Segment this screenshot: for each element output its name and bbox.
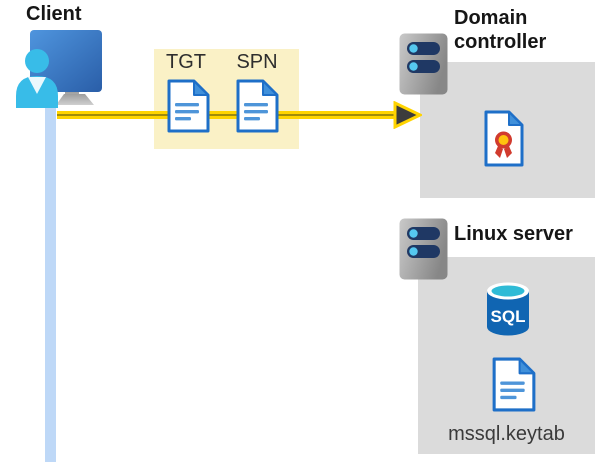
spn-document-icon bbox=[235, 79, 280, 133]
sql-database-icon: SQL bbox=[487, 282, 529, 336]
client-workstation-icon bbox=[16, 30, 102, 108]
linux-server-label: Linux server bbox=[454, 223, 573, 245]
domain-controller-label: Domain controller bbox=[454, 7, 547, 53]
arrowhead-icon bbox=[393, 101, 422, 129]
tgt-document-icon bbox=[166, 79, 211, 133]
keytab-document-icon bbox=[491, 357, 537, 412]
keytab-filename-label: mssql.keytab bbox=[448, 423, 565, 445]
auth-arrow-shaft bbox=[57, 111, 398, 119]
certificate-icon bbox=[484, 110, 524, 167]
client-label: Client bbox=[26, 3, 82, 25]
tgt-label: TGT bbox=[166, 51, 206, 73]
spn-label: SPN bbox=[236, 51, 278, 73]
linux-server-icon bbox=[399, 218, 448, 280]
sql-badge-text: SQL bbox=[491, 307, 526, 326]
monitor-icon bbox=[30, 30, 102, 105]
user-icon bbox=[16, 49, 58, 108]
domain-controller-server-icon bbox=[399, 33, 448, 95]
client-connector-line bbox=[45, 93, 56, 462]
